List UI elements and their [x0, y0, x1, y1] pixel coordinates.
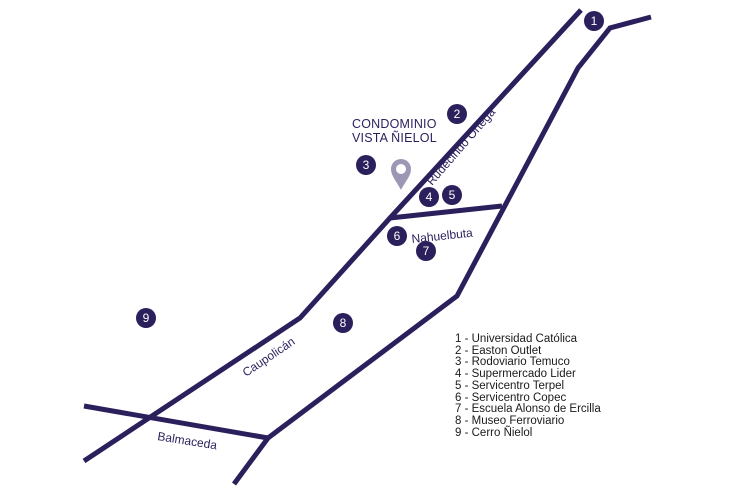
road-nahuelbuta — [389, 203, 503, 221]
poi-marker-5[interactable]: 5 — [442, 185, 462, 205]
poi-marker-7[interactable]: 7 — [416, 241, 436, 261]
legend-item: 9 - Cerro Ñielol — [455, 426, 533, 439]
legend-item: 2 - Easton Outlet — [455, 344, 542, 357]
legend-item: 3 - Rodoviario Temuco — [455, 356, 570, 369]
svg-text:6: 6 — [394, 229, 401, 243]
poi-marker-4[interactable]: 4 — [419, 187, 439, 207]
map-legend: 1 - Universidad Católica 2 - Easton Outl… — [455, 333, 601, 439]
legend-item: 8 - Museo Ferroviario — [455, 414, 565, 427]
road-east-avenue — [231, 14, 652, 486]
legend-item: 5 - Servicentro Terpel — [455, 379, 565, 392]
legend-item: 6 - Servicentro Copec — [455, 391, 567, 404]
poi-marker-9[interactable]: 9 — [136, 308, 156, 328]
legend-item: 4 - Supermercado Lider — [455, 368, 576, 381]
poi-marker-6[interactable]: 6 — [387, 226, 407, 246]
legend-item: 7 - Escuela Alonso de Ercilla — [455, 403, 601, 416]
svg-text:4: 4 — [426, 190, 433, 204]
svg-text:2: 2 — [454, 107, 461, 121]
svg-text:1: 1 — [591, 14, 598, 28]
place-title: CONDOMINIO VISTA ÑIELOL — [352, 117, 437, 145]
poi-marker-8[interactable]: 8 — [333, 313, 353, 333]
svg-text:7: 7 — [423, 244, 430, 258]
street-label-nahuelbuta: Nahuelbuta — [411, 226, 474, 246]
svg-text:9: 9 — [143, 311, 150, 325]
road-balmaceda — [83, 403, 269, 441]
place-title-line-1: CONDOMINIO — [352, 117, 437, 131]
poi-marker-1[interactable]: 1 — [584, 11, 604, 31]
poi-marker-3[interactable]: 3 — [356, 155, 376, 175]
svg-text:8: 8 — [340, 316, 347, 330]
legend-item: 1 - Universidad Católica — [455, 333, 578, 345]
poi-marker-2[interactable]: 2 — [447, 104, 467, 124]
street-label-balmaceda: Balmaceda — [157, 429, 219, 452]
svg-text:3: 3 — [363, 158, 370, 172]
map-pin-icon — [391, 159, 411, 190]
road-caupolican — [82, 8, 583, 464]
place-title-line-2: VISTA ÑIELOL — [352, 131, 437, 145]
svg-text:5: 5 — [449, 188, 456, 202]
